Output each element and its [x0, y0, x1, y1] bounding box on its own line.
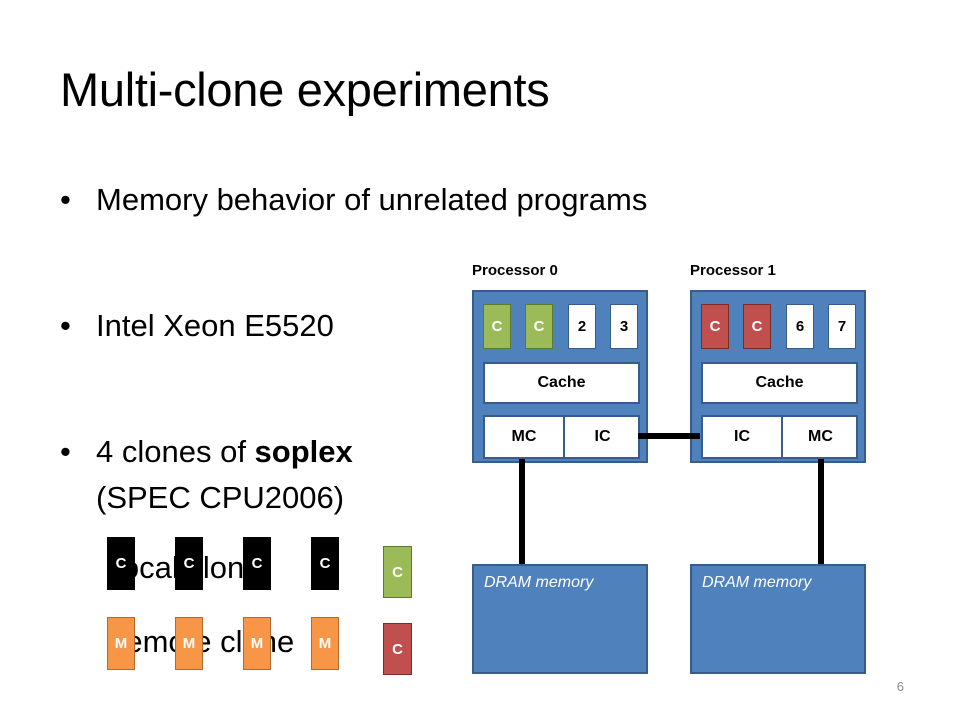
interconnect-0: IC	[594, 428, 611, 445]
cache-0: Cache	[483, 362, 640, 404]
slide-title: Multi-clone experiments	[60, 63, 550, 116]
bullet-text-bold: soplex	[254, 434, 353, 469]
interconnect-1: IC	[734, 428, 750, 445]
bullet-text: 4 clones of soplex	[96, 432, 353, 472]
bullet-text-line2: (SPEC CPU2006)	[96, 480, 345, 515]
core-3: 3	[610, 304, 638, 349]
ic-mc-1: IC MC	[701, 415, 858, 459]
dram-memory-1: DRAM memory	[690, 564, 866, 674]
core-1: C	[525, 304, 553, 349]
core-4: C	[701, 304, 729, 349]
memory-chip-orange: M	[243, 617, 271, 670]
bullet-text-prefix: 4 clones of	[96, 434, 255, 469]
core-5: C	[743, 304, 771, 349]
bullet-dot-icon: •	[60, 308, 71, 343]
core-2: 2	[568, 304, 596, 349]
clone-chip-black: C	[107, 537, 135, 590]
memory-chip-orange: M	[107, 617, 135, 670]
processor-1-label: Processor 1	[690, 262, 776, 279]
memory-controller-0: MC	[511, 428, 537, 445]
interconnect-link	[638, 433, 700, 439]
memory-bus-1	[818, 459, 824, 566]
clone-chip-black: C	[243, 537, 271, 590]
page-number: 6	[896, 679, 904, 694]
unit-divider	[781, 417, 783, 457]
bullet-text: Intel Xeon E5520	[96, 308, 334, 343]
processor-0-box: C C 2 3 Cache MC IC	[472, 290, 648, 463]
core-7: 7	[828, 304, 856, 349]
mc-ic-0: MC IC	[483, 415, 640, 459]
memory-controller-1: MC	[808, 428, 833, 445]
unit-divider	[563, 417, 565, 457]
dram-label: DRAM memory	[484, 574, 594, 591]
clone-chip-black: C	[311, 537, 339, 590]
bullet-dot-icon: •	[60, 182, 71, 217]
memory-chip-orange: M	[175, 617, 203, 670]
bullet-dot-icon: •	[60, 434, 71, 469]
clone-chip-black: C	[175, 537, 203, 590]
processor-1-box: C C 6 7 Cache IC MC	[690, 290, 866, 463]
memory-bus-0	[519, 459, 525, 566]
memory-chip-orange: M	[311, 617, 339, 670]
bullet-text: Memory behavior of unrelated programs	[96, 182, 648, 217]
core-6: 6	[786, 304, 814, 349]
legend-chip-red: C	[383, 623, 412, 675]
dram-label: DRAM memory	[702, 574, 812, 591]
core-0: C	[483, 304, 511, 349]
legend-chip-green: C	[383, 546, 412, 598]
processor-0-label: Processor 0	[472, 262, 558, 279]
cache-1: Cache	[701, 362, 858, 404]
dram-memory-0: DRAM memory	[472, 564, 648, 674]
